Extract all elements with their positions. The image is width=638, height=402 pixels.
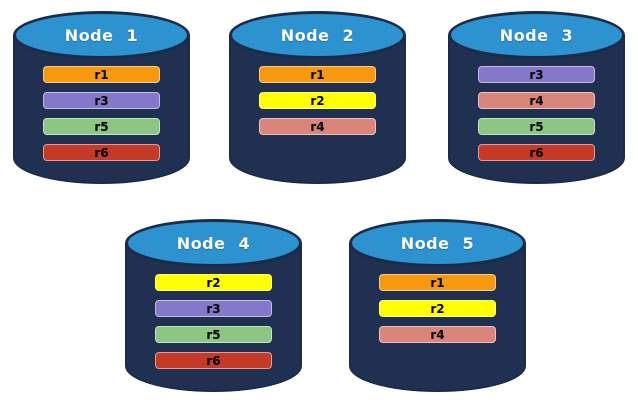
node-cylinder: Node 3 r3 r4 r5 r6 (448, 11, 625, 184)
replica-bar-r4: r4 (259, 118, 376, 135)
replica-bar-list: r2 r3 r5 r6 (125, 274, 302, 369)
node-label: Node 2 (280, 25, 355, 45)
replica-bar-r5: r5 (43, 118, 160, 135)
replica-bar-r2: r2 (259, 92, 376, 109)
node-cylinder: Node 5 r1 r2 r4 (349, 219, 526, 392)
cylinder-body (229, 35, 406, 184)
replica-bar-r2: r2 (379, 300, 496, 317)
replica-bar-r1: r1 (43, 66, 160, 83)
replica-bar-r4: r4 (478, 92, 595, 109)
cylinder-top-ellipse: Node 5 (349, 219, 526, 267)
cylinder-top-ellipse: Node 4 (125, 219, 302, 267)
node-cylinder: Node 2 r1 r2 r4 (229, 11, 406, 184)
replica-bar-list: r1 r2 r4 (229, 66, 406, 135)
cylinder-top-ellipse: Node 2 (229, 11, 406, 59)
cylinder-top-ellipse: Node 1 (13, 11, 190, 59)
node-cylinder: Node 1 r1 r3 r5 r6 (13, 11, 190, 184)
replica-bar-r3: r3 (478, 66, 595, 83)
replica-bar-r5: r5 (155, 326, 272, 343)
replica-bar-r6: r6 (43, 144, 160, 161)
cylinder-body (349, 243, 526, 392)
replica-bar-list: r1 r2 r4 (349, 274, 526, 343)
replica-bar-r1: r1 (259, 66, 376, 83)
node-label: Node 5 (400, 233, 475, 253)
node-label: Node 1 (64, 25, 139, 45)
replica-bar-r6: r6 (478, 144, 595, 161)
replica-bar-list: r1 r3 r5 r6 (13, 66, 190, 161)
replica-bar-r6: r6 (155, 352, 272, 369)
node-label: Node 4 (176, 233, 251, 253)
node-cylinder: Node 4 r2 r3 r5 r6 (125, 219, 302, 392)
node-label: Node 3 (499, 25, 574, 45)
replica-bar-r3: r3 (43, 92, 160, 109)
replica-bar-r1: r1 (379, 274, 496, 291)
replica-bar-r2: r2 (155, 274, 272, 291)
replica-bar-r5: r5 (478, 118, 595, 135)
replica-bar-list: r3 r4 r5 r6 (448, 66, 625, 161)
replica-bar-r3: r3 (155, 300, 272, 317)
cylinder-top-ellipse: Node 3 (448, 11, 625, 59)
replica-bar-r4: r4 (379, 326, 496, 343)
